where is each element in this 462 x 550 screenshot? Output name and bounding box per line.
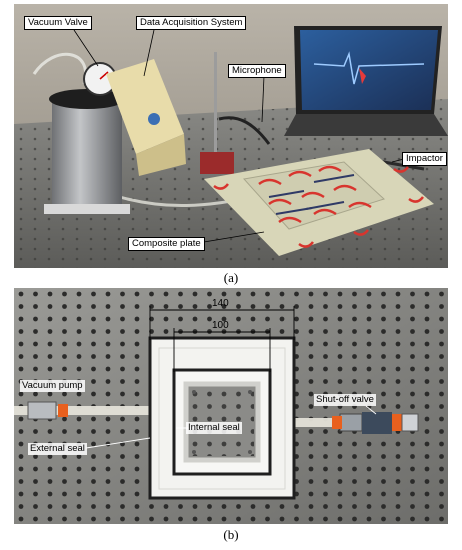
label-shutoff-valve: Shut-off valve — [314, 394, 376, 406]
caption-a: (a) — [223, 270, 239, 285]
dimension-inner-width: 100 — [212, 320, 229, 331]
lab-setup-photo — [14, 4, 448, 268]
label-composite-plate: Composite plate — [128, 237, 205, 251]
label-data-acquisition-system: Data Acquisition System — [136, 16, 247, 30]
photo-panel-b: 140 100 Vacuum pump Internal seal Extern… — [14, 288, 448, 524]
vacuum-fixture-photo — [14, 288, 448, 524]
label-vacuum-valve: Vacuum Valve — [24, 16, 92, 30]
photo-panel-a: Vacuum Valve Data Acquisition System Mic… — [14, 4, 448, 268]
caption-b: (b) — [223, 527, 239, 542]
label-internal-seal: Internal seal — [186, 422, 242, 434]
label-vacuum-pump: Vacuum pump — [20, 380, 85, 392]
label-microphone: Microphone — [228, 64, 286, 78]
label-impactor: Impactor — [402, 152, 447, 166]
label-external-seal: External seal — [28, 443, 87, 455]
dimension-outer-width: 140 — [212, 298, 229, 309]
